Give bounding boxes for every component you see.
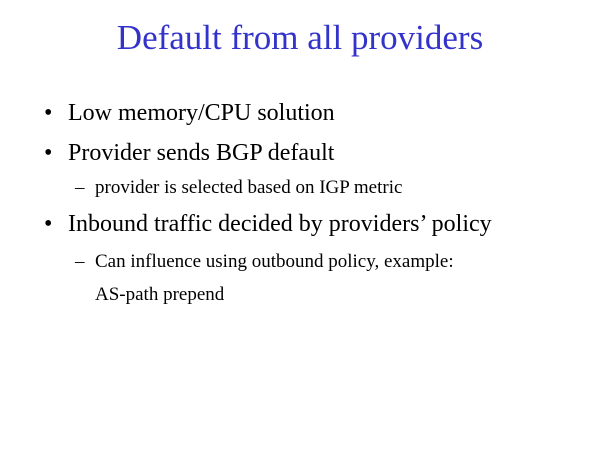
- sub-bullet-text: provider is selected based on IGP metric: [95, 177, 403, 198]
- bullet-marker: •: [44, 100, 53, 126]
- sub-bullet-marker: –: [75, 251, 85, 272]
- sub-bullet-text: Can influence using outbound policy, exa…: [95, 251, 454, 272]
- bullet-marker: •: [44, 140, 53, 166]
- slide-title: Default from all providers: [116, 18, 484, 57]
- bullet-text: Low memory/CPU solution: [68, 100, 335, 126]
- sub-bullet-marker: –: [75, 177, 85, 198]
- bullet-text: Provider sends BGP default: [68, 140, 335, 166]
- bullet-text: Inbound traffic decided by providers’ po…: [68, 211, 492, 237]
- sub-bullet-text-continued: AS-path prepend: [95, 284, 225, 305]
- bullet-marker: •: [44, 211, 53, 237]
